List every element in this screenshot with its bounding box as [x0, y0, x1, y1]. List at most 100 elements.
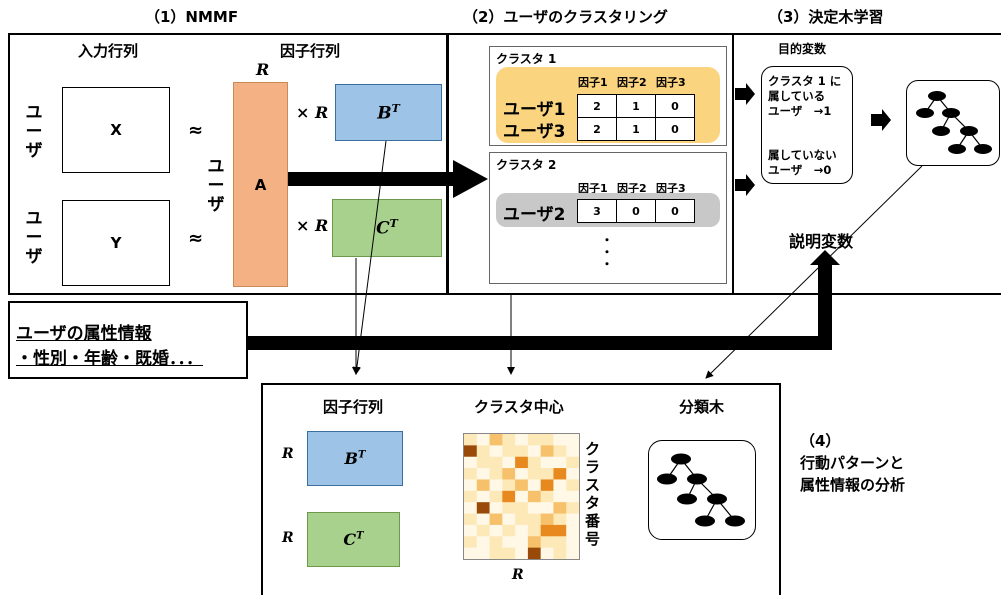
heatmap-cell — [566, 434, 580, 446]
matrix-y-label: Y — [110, 234, 122, 252]
table-cell: 1 — [616, 117, 656, 141]
cluster-number-label: クラスタ番号 — [585, 440, 601, 548]
heatmap-cell — [527, 479, 542, 492]
heatmap-cell — [527, 456, 542, 469]
heatmap-cell — [489, 536, 503, 549]
analysis-factor-matrix-label: 因子行列 — [323, 398, 384, 416]
clustering-panel — [447, 33, 734, 295]
heatmap-cell — [515, 479, 529, 492]
tree-result-box — [906, 80, 1000, 166]
not-belongs-text: 属していない ユーザ →0 — [768, 148, 837, 177]
cluster-center-label: クラスタ中心 — [474, 398, 564, 416]
heatmap-cell — [476, 513, 491, 526]
heatmap-cell — [515, 445, 529, 458]
matrix-x-label: X — [110, 121, 122, 139]
analysis-matrix-bt: BT — [307, 431, 403, 486]
cluster-1-col-header-1: 因子1 — [578, 76, 608, 89]
user-label-y: ユーザ — [25, 209, 43, 267]
more-users-ellipsis: ・ ・ ・ — [601, 233, 614, 271]
heatmap-cell — [489, 502, 503, 515]
heatmap-cell — [553, 490, 567, 503]
cluster-2-col-header-2: 因子2 — [617, 182, 647, 195]
heatmap-cell — [515, 502, 529, 515]
heatmap-cell — [527, 536, 542, 549]
heatmap-cell — [540, 479, 554, 492]
section-1-header: （1）NMMF — [145, 8, 239, 26]
table-row: 2 1 0 — [577, 117, 695, 141]
heatmap-cell — [502, 490, 516, 503]
heatmap-r-label: R — [512, 567, 524, 583]
heatmap-cell — [515, 547, 529, 560]
belongs-text: クラスタ 1 に 属している ユーザ →1 — [768, 74, 842, 118]
cluster-2-table: 3 0 0 — [577, 199, 695, 223]
heatmap-cell — [464, 434, 478, 446]
heatmap-cell — [502, 502, 516, 515]
cluster-1-title: クラスタ 1 — [496, 52, 557, 66]
heatmap-cell — [464, 490, 478, 503]
section-2-header: （2）ユーザのクラスタリング — [463, 8, 668, 26]
heatmap-cell — [464, 456, 478, 469]
cluster-1-user-3: ユーザ3 — [503, 122, 566, 142]
classification-tree-label: 分類木 — [679, 398, 725, 416]
heatmap-cell — [515, 468, 529, 480]
heatmap-cell — [566, 524, 580, 537]
heatmap-cell — [489, 547, 503, 560]
heatmap-cell — [566, 468, 580, 480]
heatmap-cell — [515, 456, 529, 469]
heatmap-cell — [502, 547, 516, 560]
times-r-c: × R — [296, 216, 329, 235]
user-label-x: ユーザ — [25, 103, 43, 161]
classification-tree-box — [648, 440, 756, 540]
analysis-section-label: （4） 行動パターンと 属性情報の分析 — [800, 432, 906, 494]
heatmap-cell — [566, 479, 580, 492]
matrix-x: X — [62, 87, 170, 173]
heatmap-cell — [489, 468, 503, 480]
cluster-1-col-header-3: 因子3 — [656, 76, 686, 89]
heatmap-cell — [464, 547, 478, 560]
analysis-r-c: R — [282, 530, 294, 546]
matrix-ct-label: CT — [376, 217, 398, 239]
heatmap-cell — [527, 468, 542, 480]
matrix-bt: BT — [335, 84, 442, 141]
heatmap-cell — [502, 445, 516, 458]
heatmap-cell — [464, 468, 478, 480]
heatmap-cell — [502, 513, 516, 526]
heatmap-cell — [476, 445, 491, 458]
heatmap-cell — [527, 524, 542, 537]
attribute-info-items: ・性別・年齢・既婚．．． — [16, 349, 203, 369]
heatmap-cell — [540, 445, 554, 458]
heatmap-cell — [566, 536, 580, 549]
heatmap-cell — [553, 502, 567, 515]
heatmap-cell — [476, 524, 491, 537]
matrix-y: Y — [62, 200, 170, 286]
heatmap-cell — [502, 479, 516, 492]
heatmap-cell — [566, 490, 580, 503]
heatmap-cell — [553, 547, 567, 560]
matrix-ct: CT — [332, 199, 442, 257]
heatmap-cell — [553, 513, 567, 526]
table-cell: 1 — [616, 94, 656, 118]
table-cell: 2 — [577, 117, 617, 141]
heatmap-cell — [515, 490, 529, 503]
heatmap-cell — [540, 468, 554, 480]
heatmap-cell — [489, 479, 503, 492]
input-matrix-label: 入力行列 — [78, 42, 139, 60]
attribute-info-box — [8, 301, 248, 379]
analysis-matrix-ct: CT — [307, 512, 400, 567]
matrix-a: A — [233, 82, 288, 287]
attribute-info-title: ユーザの属性情報 — [16, 324, 152, 344]
heatmap-cell — [540, 513, 554, 526]
heatmap-cell — [540, 536, 554, 549]
heatmap-svg — [464, 434, 580, 560]
section-3-header: （3）決定木学習 — [768, 8, 884, 26]
matrix-bt-label: BT — [377, 101, 400, 124]
heatmap-cell — [489, 513, 503, 526]
cluster-1-col-header-2: 因子2 — [617, 76, 647, 89]
explanatory-variable-label: 説明変数 — [789, 232, 854, 251]
analysis-r-b: R — [282, 446, 294, 462]
heatmap-cell — [476, 468, 491, 480]
heatmap-cell — [515, 513, 529, 526]
classification-tree-icon — [657, 453, 745, 527]
heatmap-cell — [476, 456, 491, 469]
heatmap-cell — [502, 434, 516, 446]
